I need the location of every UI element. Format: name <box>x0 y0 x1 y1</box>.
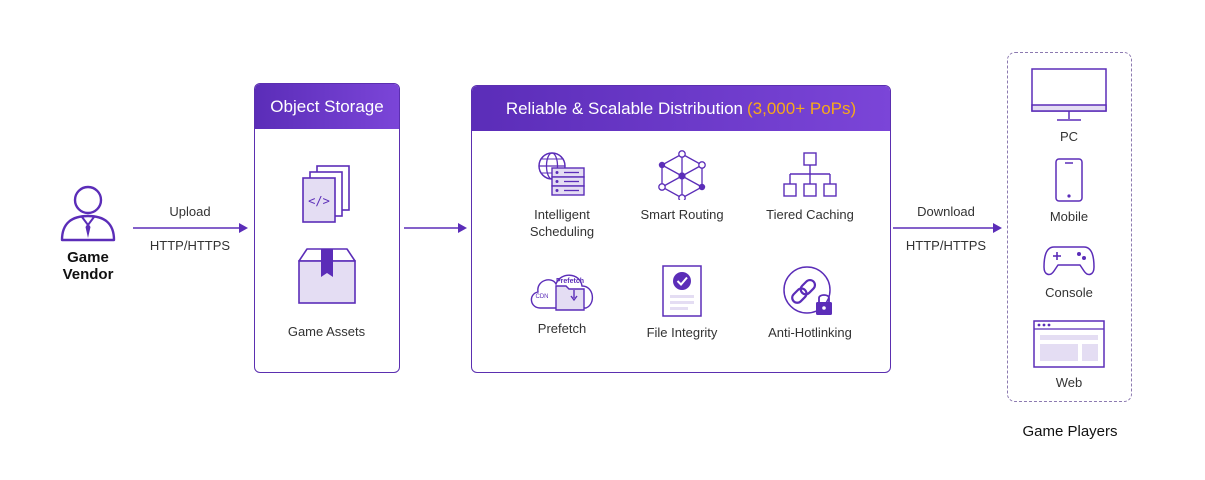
feature-smart-routing: Smart Routing <box>612 150 752 223</box>
download-arrow <box>893 223 1002 233</box>
upload-arrow <box>133 223 248 233</box>
download-label: Download <box>917 204 975 219</box>
object-storage-box: Object Storage </> Game Assets <box>254 83 400 373</box>
feature-anti-hotlinking: Anti-Hotlinking <box>740 264 880 341</box>
cloud-folder-icon: Prefetch CDN <box>530 274 593 311</box>
feature-intelligent-scheduling: Intelligent Scheduling <box>492 150 632 240</box>
code-files-icon: </> <box>302 165 350 223</box>
feature-label: Smart Routing <box>640 207 724 222</box>
device-label: Console <box>1045 285 1093 300</box>
upload-protocol: HTTP/HTTPS <box>149 238 231 253</box>
user-icon <box>60 185 116 242</box>
browser-window-icon <box>1033 320 1105 368</box>
download-protocol: HTTP/HTTPS <box>905 238 987 253</box>
prefetch-icon-text: Prefetch <box>556 278 584 285</box>
distribution-title: Reliable & Scalable Distribution (3,000+… <box>472 86 890 131</box>
feature-label: Anti-Hotlinking <box>768 325 852 340</box>
device-label: PC <box>1059 129 1079 144</box>
network-nodes-icon <box>658 150 706 200</box>
gamepad-icon <box>1043 246 1095 276</box>
feature-file-integrity: File Integrity <box>612 264 752 341</box>
storage-to-distribution-arrow <box>404 223 467 233</box>
link-lock-icon <box>783 266 832 315</box>
feature-label: Prefetch <box>537 321 587 336</box>
feature-tiered-caching: Tiered Caching <box>740 150 880 223</box>
distribution-pops: (3,000+ PoPs) <box>747 98 857 118</box>
game-players-group: PC Mobile Console Web <box>1007 52 1132 402</box>
feature-label: Tiered Caching <box>766 207 854 222</box>
device-label: Mobile <box>1049 209 1089 224</box>
distribution-box: Reliable & Scalable Distribution (3,000+… <box>471 85 891 373</box>
game-players-label: Game Players <box>1022 423 1118 440</box>
svg-text:</>: </> <box>308 194 330 208</box>
smartphone-icon <box>1055 158 1083 202</box>
device-mobile: Mobile <box>1008 157 1130 224</box>
cdn-icon-text: CDN <box>536 294 549 300</box>
device-console: Console <box>1008 243 1130 300</box>
feature-prefetch: Prefetch CDN Prefetch <box>492 264 632 337</box>
device-label: Web <box>1055 375 1083 390</box>
feature-label: File Integrity <box>646 325 718 340</box>
globe-server-icon <box>538 152 585 196</box>
box-package-icon <box>298 248 356 304</box>
feature-label: Intelligent Scheduling <box>529 207 595 239</box>
game-assets-label: Game Assets <box>287 324 366 339</box>
device-web: Web <box>1008 319 1130 390</box>
monitor-icon <box>1031 68 1107 121</box>
hierarchy-icon <box>783 152 837 197</box>
upload-label: Upload <box>169 204 211 219</box>
document-check-icon <box>662 265 702 317</box>
vendor-label: Game Vendor <box>62 249 114 283</box>
object-storage-title: Object Storage <box>255 84 399 129</box>
device-pc: PC <box>1008 67 1130 144</box>
game-vendor: Game Vendor <box>40 183 136 283</box>
distribution-title-text: Reliable & Scalable Distribution <box>505 98 744 118</box>
